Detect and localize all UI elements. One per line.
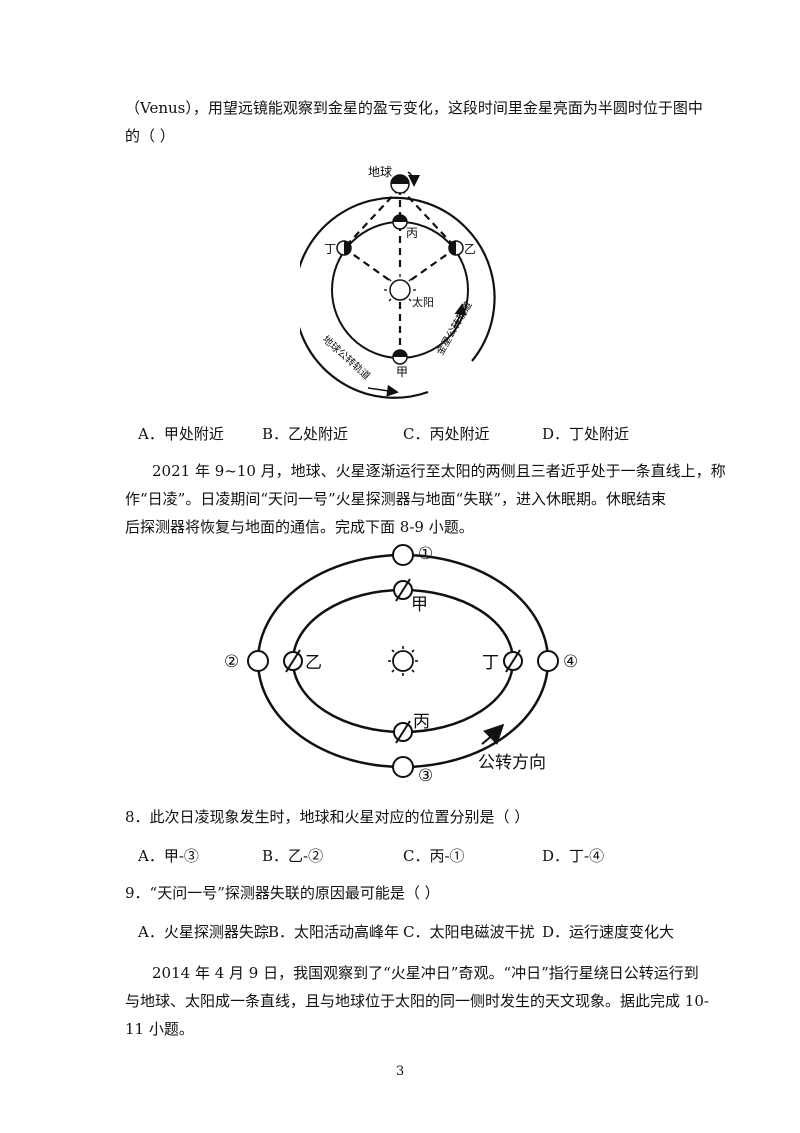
label-ding: 丁 <box>482 653 499 673</box>
q8-stem: 8．此次日凌现象发生时，地球和火星对应的位置分别是（ ） <box>125 808 530 826</box>
venus-ding-icon <box>336 240 352 256</box>
q7-stem-line2: 的（ ） <box>125 127 175 145</box>
position-3-planet <box>392 756 414 778</box>
label-yi: 乙 <box>464 242 476 256</box>
sun-icon <box>388 646 418 676</box>
label-pos4: ④ <box>563 652 578 672</box>
q8-option-b[interactable]: B．乙-② <box>262 847 324 865</box>
mars-conjunction-diagram: ① ② ④ ③ 甲 乙 丁 丙 公转方向 <box>224 544 578 786</box>
label-ding: 丁 <box>324 242 336 256</box>
earth-orbit <box>300 196 496 399</box>
label-earth-orbit: 地球公转轨道 <box>320 333 373 383</box>
venus-bing-icon <box>392 214 408 230</box>
page-number: 3 <box>396 1064 405 1079</box>
q8-option-c[interactable]: C．丙-① <box>403 847 465 865</box>
passage1-line1: 2021 年 9~10 月，地球、火星逐渐运行至太阳的两侧且三者近乎处于一条直线… <box>152 462 726 480</box>
sun-icon <box>384 274 416 306</box>
q7-option-c[interactable]: C．丙处附近 <box>403 425 490 443</box>
passage2-line3: 11 小题。 <box>125 1020 194 1038</box>
label-pos1: ① <box>418 544 433 564</box>
earth-bing-icon <box>393 720 413 744</box>
q9-option-c[interactable]: C．太阳电磁波干扰 <box>403 923 535 941</box>
q9-stem: 9．“天问一号”探测器失联的原因最可能是（ ） <box>125 884 440 902</box>
earth-yi-icon <box>283 649 303 673</box>
earth-jia-icon <box>393 578 413 602</box>
venus-yi-icon <box>448 240 464 256</box>
venus-orbit-diagram: 地球 丙 丁 乙 太阳 甲 地球公转轨道 金星公转轨道 <box>300 165 496 399</box>
q7-stem-line1: （Venus），用望远镜能观察到金星的盈亏变化，这段时间里金星亮面为半圆时位于图… <box>125 99 703 117</box>
position-2-planet <box>247 650 269 672</box>
label-bing: 丙 <box>413 712 430 732</box>
position-4-planet <box>537 650 559 672</box>
q9-option-d[interactable]: D．运行速度变化大 <box>542 923 675 941</box>
label-yi: 乙 <box>305 653 322 673</box>
earth-icon <box>390 174 410 194</box>
label-bing: 丙 <box>406 226 418 240</box>
label-venus-orbit: 金星公转轨道 <box>433 299 474 357</box>
earth-ding-icon <box>503 649 523 673</box>
label-pos3: ③ <box>418 766 433 786</box>
label-pos2: ② <box>224 652 239 672</box>
q7-option-d[interactable]: D．丁处附近 <box>542 425 630 443</box>
passage2-line2: 与地球、太阳成一条直线，且与地球位于太阳的同一侧时发生的天文现象。据此完成 10… <box>125 992 709 1010</box>
q8-option-d[interactable]: D．丁-④ <box>542 847 605 865</box>
passage1-line3: 后探测器将恢复与地面的通信。完成下面 8-9 小题。 <box>125 518 474 536</box>
passage1-line2: 作“日凌”。日凌期间“天问一号”火星探测器与地面“失联”，进入休眠期。休眠结束 <box>125 490 667 508</box>
q9-option-a[interactable]: A．火星探测器失踪 <box>138 923 269 941</box>
q8-option-a[interactable]: A．甲-③ <box>138 847 199 865</box>
label-jia: 甲 <box>396 365 408 379</box>
passage2-line1: 2014 年 4 月 9 日，我国观察到了“火星冲日”奇观。“冲日”指行星绕日公… <box>152 964 699 982</box>
label-sun: 太阳 <box>412 296 434 309</box>
q9-option-b[interactable]: B．太阳活动高峰年 <box>268 923 400 941</box>
position-1-planet <box>392 544 414 566</box>
q7-option-b[interactable]: B．乙处附近 <box>262 425 349 443</box>
venus-jia-icon <box>392 349 408 365</box>
q7-option-a[interactable]: A．甲处附近 <box>138 425 224 443</box>
label-earth: 地球 <box>368 165 392 179</box>
label-direction: 公转方向 <box>478 753 546 773</box>
label-jia: 甲 <box>411 595 428 615</box>
